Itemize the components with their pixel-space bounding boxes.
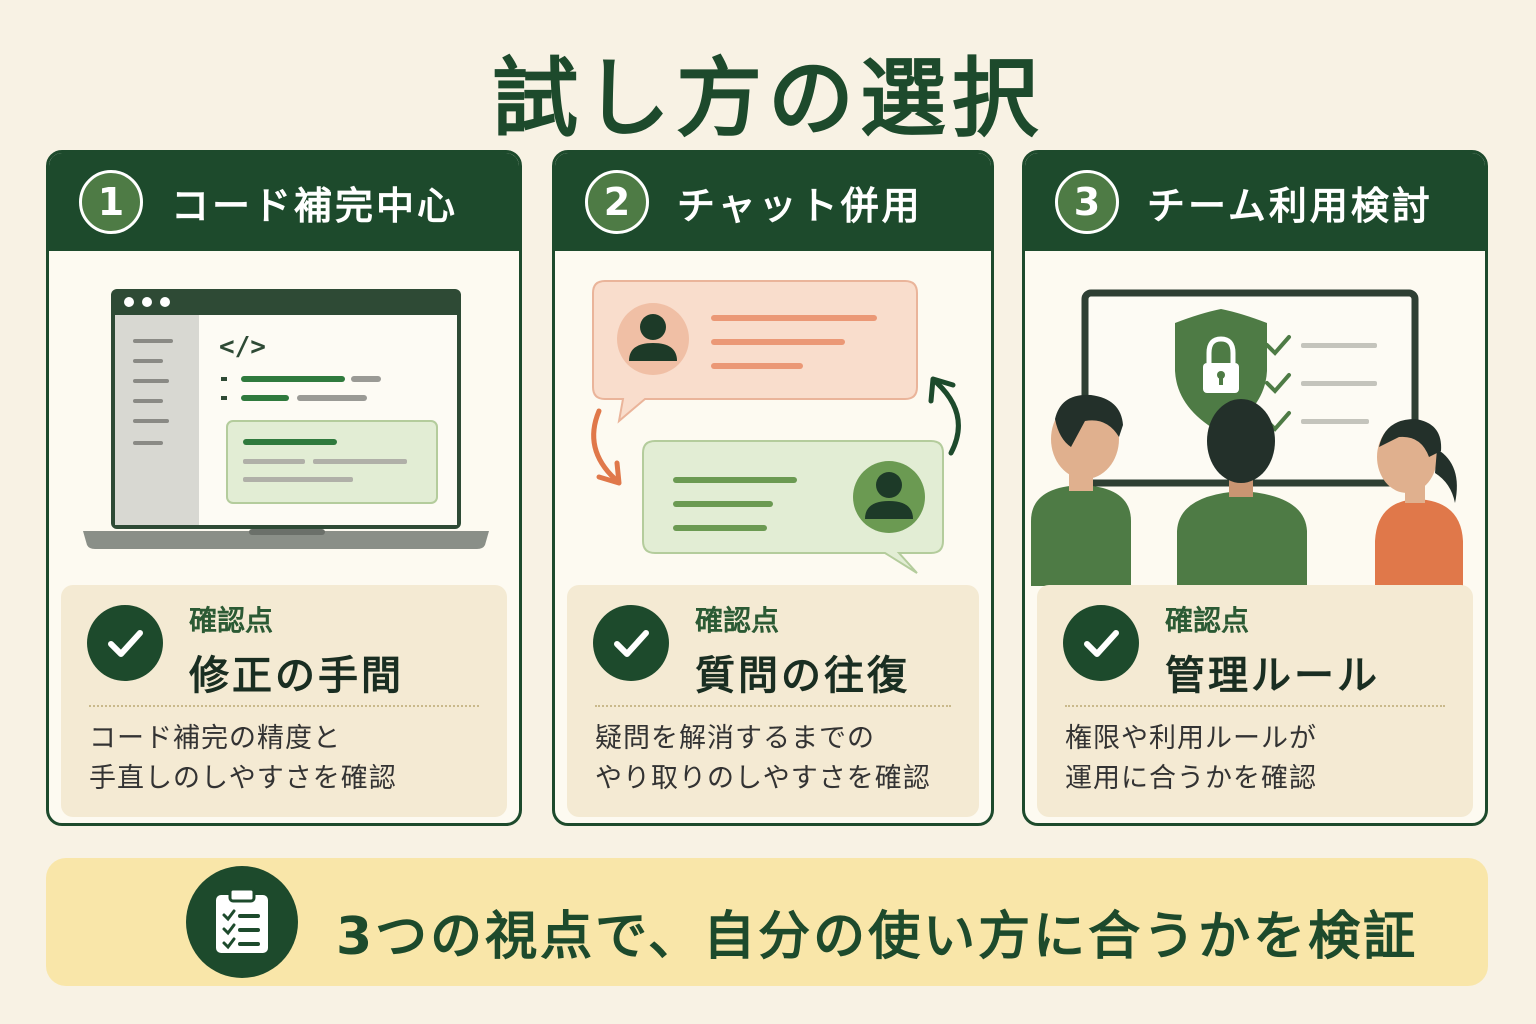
card-header: 3 チーム利用検討	[1025, 153, 1485, 251]
step-number-badge: 2	[585, 170, 649, 234]
checkmark-icon	[87, 605, 163, 681]
chat-bubbles-icon	[555, 251, 991, 586]
dotted-divider	[89, 705, 479, 707]
dotted-divider	[1065, 705, 1445, 707]
check-label: 確認点	[695, 604, 780, 637]
dotted-divider	[595, 705, 951, 707]
card-header: 1 コード補完中心	[49, 153, 519, 251]
check-point-panel: 確認点 質問の往復 疑問を解消するまでの やり取りのしやすさを確認	[567, 585, 979, 817]
clipboard-checklist-icon	[186, 866, 298, 978]
card-title: チーム利用検討	[1147, 183, 1433, 228]
page-title: 試し方の選択	[492, 49, 1044, 149]
check-point-title: 修正の手間	[189, 653, 404, 699]
check-label: 確認点	[1165, 604, 1250, 637]
check-description: 権限や利用ルールが 運用に合うかを確認	[1065, 723, 1317, 794]
checkmark-icon	[593, 605, 669, 681]
card-title: チャット併用	[677, 183, 923, 228]
step-number-badge: 1	[79, 170, 143, 234]
checkmark-icon	[1063, 605, 1139, 681]
check-label: 確認点	[189, 604, 274, 637]
check-point-title: 管理ルール	[1165, 653, 1380, 699]
summary-banner: 3つの視点で、自分の使い方に合うかを検証	[46, 858, 1488, 986]
option-card-code-completion: 1 コード補完中心 </>	[46, 150, 522, 826]
card-header: 2 チャット併用	[555, 153, 991, 251]
check-point-panel: 確認点 修正の手間 コード補完の精度と 手直しのしやすさを確認	[61, 585, 507, 817]
step-number-badge: 3	[1055, 170, 1119, 234]
check-description: コード補完の精度と 手直しのしやすさを確認	[89, 723, 397, 794]
check-point-panel: 確認点 管理ルール 権限や利用ルールが 運用に合うかを確認	[1037, 585, 1473, 817]
code-tag: </>	[219, 332, 266, 362]
check-point-title: 質問の往復	[695, 653, 910, 699]
summary-text: 3つの視点で、自分の使い方に合うかを検証	[336, 907, 1419, 967]
card-title: コード補完中心	[171, 183, 459, 228]
option-card-chat: 2 チャット併用 確認点 質問の往復	[552, 150, 994, 826]
option-card-team: 3 チーム利用検討	[1022, 150, 1488, 826]
team-security-board-icon	[1025, 251, 1485, 586]
check-description: 疑問を解消するまでの やり取りのしやすさを確認	[595, 723, 931, 794]
laptop-code-editor-icon: </>	[49, 251, 519, 586]
